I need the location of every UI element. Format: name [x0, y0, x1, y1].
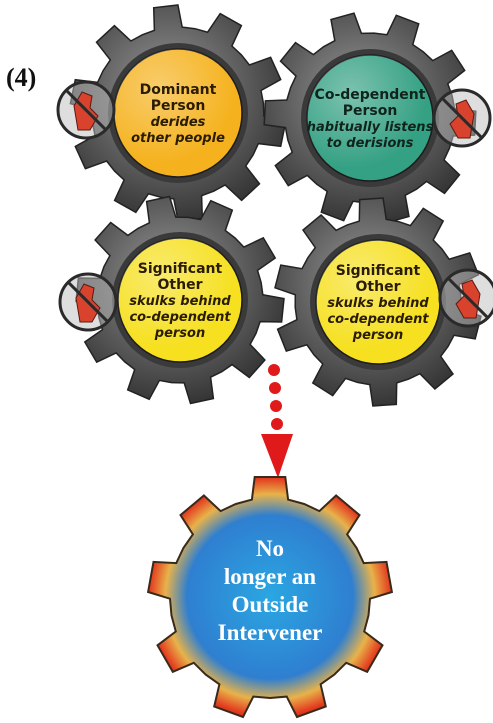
outcome-line-2: longer an — [224, 564, 316, 589]
gear-text-line: to derisions — [327, 136, 414, 151]
outcome-line-1: No — [256, 536, 284, 561]
outcome-line-3: Outside — [232, 592, 309, 617]
no-hand-icon — [56, 80, 116, 140]
gear-highlight — [114, 49, 242, 177]
gear-text-line: other people — [131, 131, 225, 146]
gear-text-line: derides — [151, 115, 206, 130]
gear-text-line: Person — [343, 103, 398, 119]
gear-highlight — [316, 240, 440, 364]
gear-text-line: Co-dependent — [315, 87, 426, 103]
arrow-dot — [268, 364, 280, 376]
gear-text-line: Other — [158, 277, 203, 293]
gear-highlight — [118, 238, 242, 362]
dotted-arrow — [261, 364, 293, 478]
step-label: (4) — [6, 63, 36, 92]
arrow-head-icon — [261, 434, 293, 478]
gear-text-line: person — [154, 326, 205, 341]
no-hand-icon — [432, 88, 492, 148]
arrow-dot — [271, 418, 283, 430]
outcome-line-4: Intervener — [218, 620, 323, 645]
gear-text-line: Person — [151, 98, 206, 114]
gear-text-line: co-dependent — [327, 312, 429, 327]
gear-text-line: person — [352, 328, 403, 343]
arrow-dot — [270, 400, 282, 412]
no-hand-icon — [438, 268, 493, 328]
gear-text-line: Dominant — [140, 82, 217, 98]
gear-highlight — [307, 55, 433, 181]
gear-text-line: Other — [356, 279, 401, 295]
outcome-gear: No longer an Outside Intervener — [146, 476, 394, 719]
gear-text-line: co-dependent — [129, 310, 231, 325]
gear-text-line: Significant — [336, 263, 421, 279]
gear-text-line: skulks behind — [129, 294, 231, 309]
gear-text-line: skulks behind — [327, 296, 429, 311]
arrow-dot — [269, 382, 281, 394]
no-hand-icon — [58, 272, 118, 332]
gear-text-line: Significant — [138, 261, 223, 277]
gear-text-line: habitually listens — [307, 120, 434, 135]
